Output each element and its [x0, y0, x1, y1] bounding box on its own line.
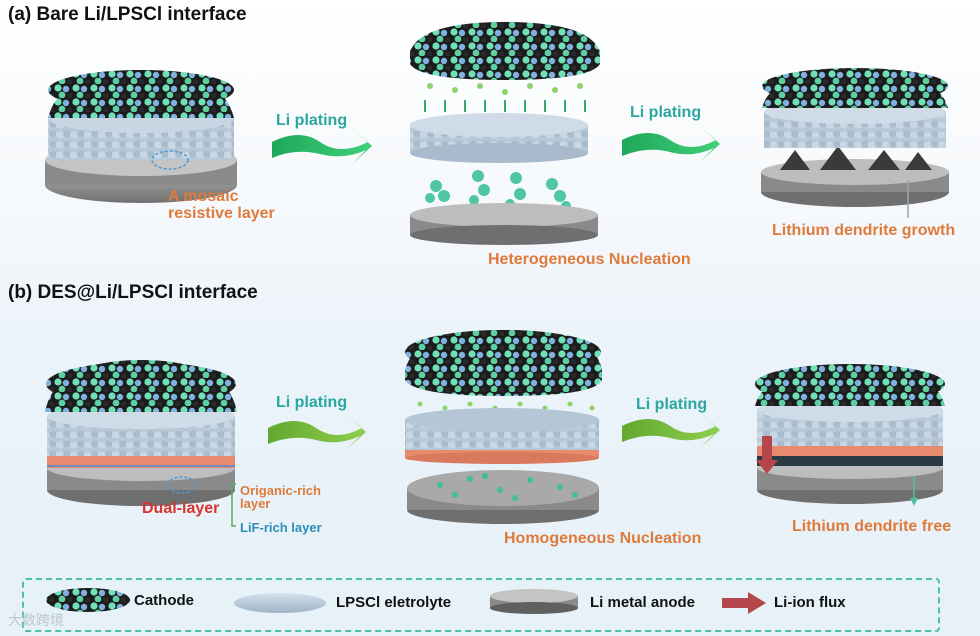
organic-rich-layer-label: Origanic-rich layer — [240, 483, 321, 511]
mosaic-layer-highlight — [151, 150, 189, 170]
panel-b-plating-label-2: Li plating — [636, 396, 708, 413]
panel-a-plating-label-2: Li plating — [630, 104, 702, 121]
electrolyte-icon — [234, 593, 326, 613]
panel-b-plating-label-1: Li plating — [276, 394, 348, 411]
li-ions — [417, 401, 595, 411]
panel-b-exploded-stack — [405, 330, 602, 524]
cathode — [410, 22, 600, 80]
panel-a-exploded-stack — [410, 22, 600, 245]
lif-rich-layer-label: LiF-rich layer — [240, 520, 322, 535]
panel-a-title: (a) Bare Li/LPSCl interface — [8, 4, 247, 25]
dendrite-free-label: Lithium dendrite free — [792, 518, 952, 535]
watermark: 大数跨境 — [8, 612, 64, 628]
ion-flux-arrow-icon — [722, 592, 766, 614]
panel-a-final-stack — [761, 68, 949, 218]
panel-b-arrow-2 — [622, 412, 720, 448]
panel-b-arrow-1 — [268, 414, 366, 450]
li-ions — [427, 83, 583, 95]
panel-b-final-stack — [755, 364, 945, 506]
dual-layer-label: Dual-layer — [142, 500, 220, 517]
ion-flux-arrows — [424, 100, 586, 112]
legend-anode-label: Li metal anode — [590, 594, 696, 611]
panel-b-initial-stack — [45, 360, 237, 527]
legend-ion-flux-label: Li-ion flux — [774, 594, 846, 611]
dual-layer — [757, 446, 943, 456]
panel-a-arrow-1 — [272, 128, 372, 164]
legend-cathode-label: Cathode — [134, 592, 194, 609]
legend-icons — [46, 588, 766, 614]
dendrite-growth-label: Lithium dendrite growth — [772, 222, 956, 239]
li-ion-flux-arrow — [756, 436, 778, 474]
panel-b-title: (b) DES@Li/LPSCl interface — [8, 282, 258, 303]
layer-bracket — [231, 483, 236, 527]
uniform-li-layer — [757, 456, 943, 466]
legend — [22, 578, 940, 632]
homogeneous-nucleation-label: Homogeneous Nucleation — [504, 530, 702, 547]
heterogeneous-nucleation-label: Heterogeneous Nucleation — [488, 251, 691, 268]
dual-layer — [47, 456, 235, 468]
mosaic-layer-label: A mosaic resistive layer — [168, 188, 275, 222]
lithium-dendrites — [780, 146, 932, 170]
legend-electrolyte-label: LPSCl eletrolyte — [336, 594, 452, 611]
li-nuclei — [437, 473, 578, 501]
panel-a-initial-stack — [45, 70, 237, 203]
panel-a-plating-label-1: Li plating — [276, 112, 348, 129]
cathode-icon — [46, 588, 130, 612]
panel-a-arrow-2 — [622, 126, 720, 162]
